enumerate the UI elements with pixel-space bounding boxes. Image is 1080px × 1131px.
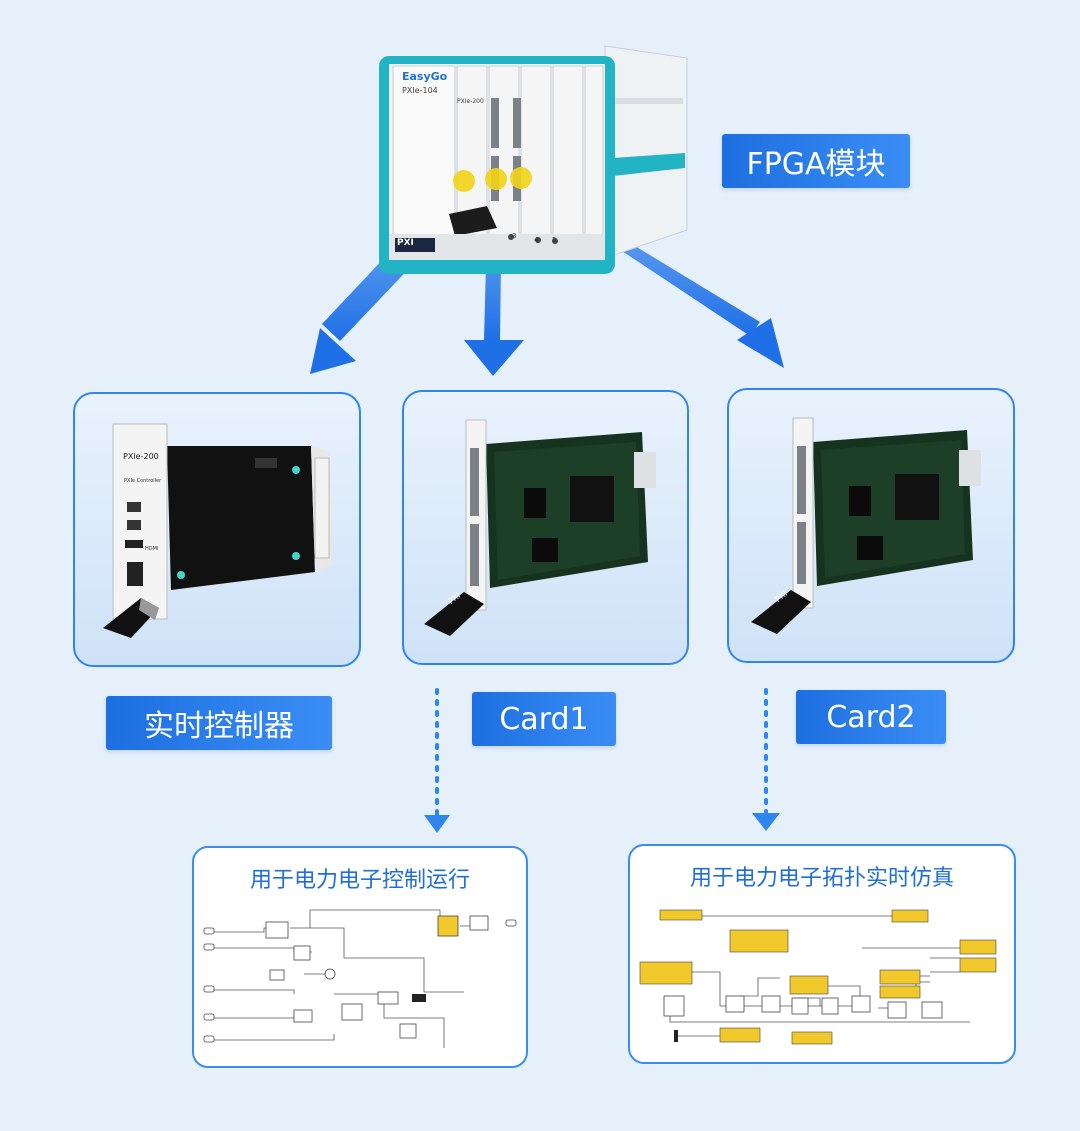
card1-board-image: [424, 419, 656, 636]
controller-face-sub: PXIe Controller: [124, 478, 162, 484]
controller-card-frame: [73, 392, 361, 667]
chassis-slot-number-3: 3: [512, 232, 517, 240]
control-block-diagram: [203, 909, 517, 1048]
chassis-slot-number-5: 5: [552, 236, 557, 244]
card2-label: Card2: [796, 690, 946, 744]
card1-frame: [402, 390, 689, 665]
dotted-arrow-card1: [424, 688, 450, 833]
card1-label: Card1: [472, 692, 616, 746]
card2-frame: [727, 388, 1015, 663]
chassis-brand: EasyGo: [402, 70, 448, 83]
card2-board-image: [751, 417, 981, 634]
simulation-model-panel: 用于电力电子拓扑实时仿真: [628, 844, 1016, 1064]
controller-label: 实时控制器: [106, 696, 332, 750]
simulation-model-panel-title: 用于电力电子拓扑实时仿真: [689, 866, 954, 891]
controller-face-model: PXIe-200: [123, 452, 159, 461]
chassis-card-model: PXIe-200: [457, 98, 484, 105]
control-model-panel: 用于电力电子控制运行: [192, 846, 528, 1068]
controller-face-port: HDMI: [145, 546, 159, 552]
fpga-module-label: FPGA模块: [722, 134, 910, 188]
chassis-pxi-mark: PXI: [397, 238, 414, 248]
controller-module-image: [103, 423, 333, 638]
simulation-block-diagram: [639, 909, 997, 1045]
control-model-panel-title: 用于电力电子控制运行: [249, 868, 470, 893]
dotted-arrow-card2: [752, 688, 780, 831]
pxi-chassis: [379, 45, 688, 274]
chassis-controller-model: PXIe-104: [402, 86, 438, 95]
chassis-slot-number-4: 4: [534, 236, 539, 244]
